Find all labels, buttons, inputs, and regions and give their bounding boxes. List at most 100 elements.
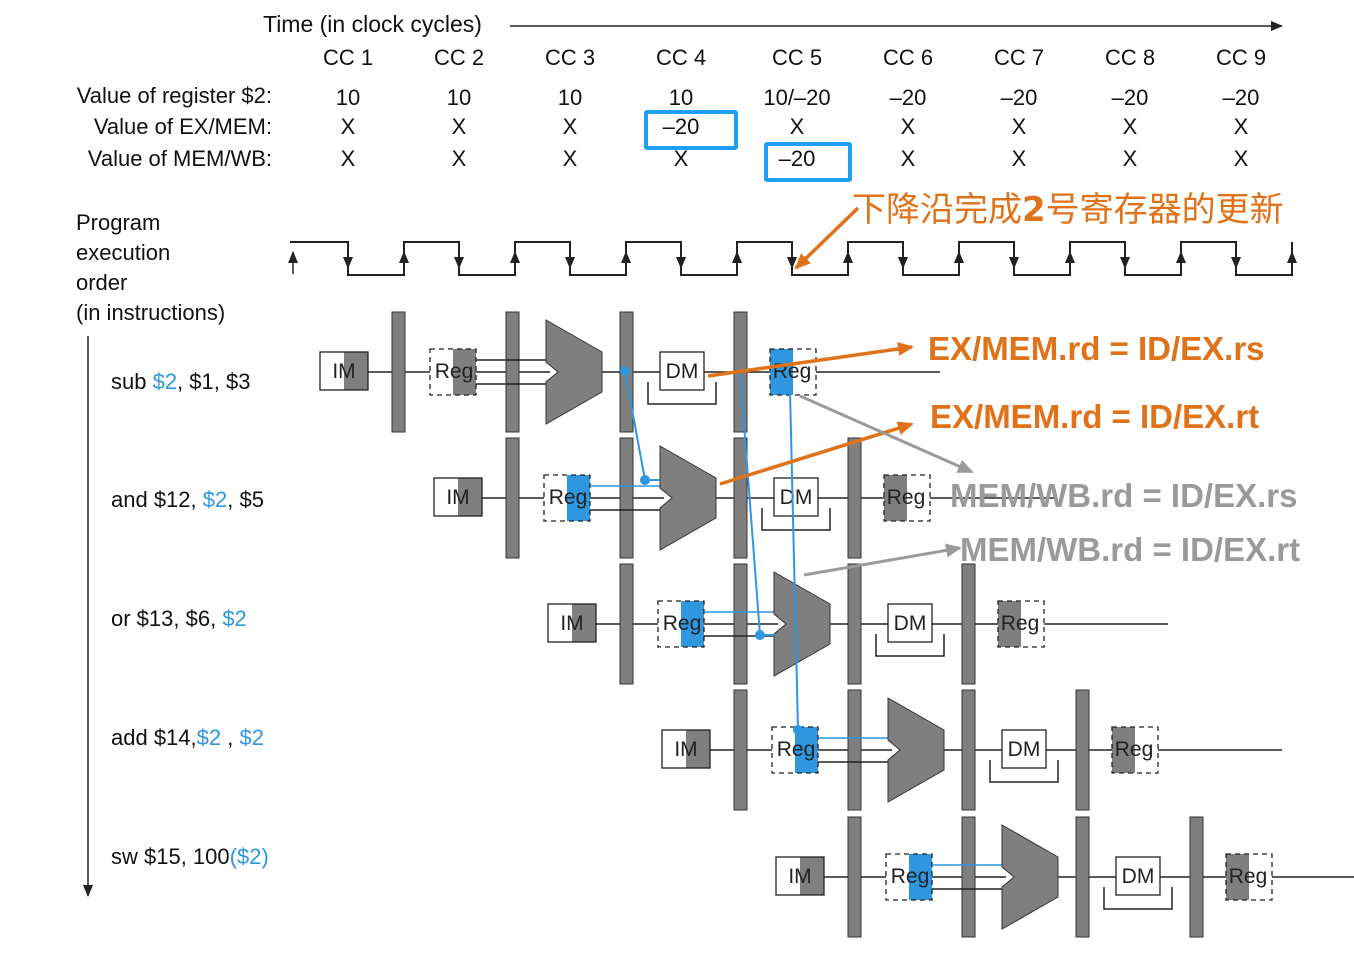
cell-value: –20 [778,146,816,171]
instruction-token: , $1, $3 [177,369,251,394]
forward-join-dot [755,630,765,640]
dm-label: DM [894,612,927,635]
dm-bypass-wire [989,760,1059,783]
register-file-read-left-half [544,475,567,521]
cell-value: 10 [668,85,694,110]
cell-value: X [1122,114,1138,139]
exmem-rs-condition: EX/MEM.rd = ID/EX.rs [928,330,1265,367]
exmem-rt-condition: EX/MEM.rd = ID/EX.rt [930,398,1260,435]
row-label: Value of register $2: [76,83,272,108]
im-label: IM [788,865,811,888]
alu-unit [773,571,831,677]
instruction-token: , $5 [227,487,264,512]
cell-value: X [900,146,916,171]
cell-value: X [451,146,467,171]
register-file-write-left-half [1226,854,1249,900]
instruction-memory-left-half [776,857,800,895]
cell-value: X [1233,114,1249,139]
register-file-read-right-half [681,601,704,647]
forward-source-dot [620,366,630,376]
cycle-label: CC 7 [993,45,1045,70]
cycle-label: CC 2 [433,45,485,70]
instruction-token: $2 [222,606,247,631]
register-file-write-border [1111,726,1159,774]
register-file-read-left-half [772,727,795,773]
instruction-token: $2 [202,487,228,512]
program-order-line: execution [76,240,171,265]
register-file-read-left-half [430,349,453,395]
if-id-register [505,437,520,559]
exmem-rt-arrow [719,421,914,486]
cell-value: X [1011,146,1027,171]
memwb-highlight-box [764,142,852,182]
memwb-rs-condition: MEM/WB.rd = ID/EX.rs [950,477,1298,514]
instruction-token: sub [111,369,153,394]
register-file-write-right-half [1249,854,1272,900]
register-file-write-right-half [1135,727,1158,773]
mem-wb-register [847,437,862,559]
cycle-label: CC 5 [771,45,823,70]
reg-read-label: Reg [663,612,702,635]
instruction-memory-border [319,351,369,391]
if-id-register [619,563,634,685]
forward-join-dot [793,725,803,735]
cell-value: X [789,114,805,139]
register-file-write-left-half [1112,727,1135,773]
falling-edge-pointer [794,206,860,270]
register-file-write-right-half [1021,601,1044,647]
register-file-read-right-half [795,727,818,773]
cell-value: –20 [1222,85,1260,110]
cell-value: 10 [446,85,472,110]
cycle-label: CC 1 [322,45,374,70]
instruction-memory-left-half [548,604,572,642]
memwb-rt-condition: MEM/WB.rd = ID/EX.rt [960,531,1301,568]
if-id-register [847,816,862,938]
memwb-rs-arrow [799,394,974,474]
if-id-register [733,689,748,811]
reg-write-label: Reg [1115,738,1154,761]
alu-unit [545,319,603,425]
reg-read-label: Reg [549,486,588,509]
dm-label: DM [1008,738,1041,761]
register-file-write-left-half [998,601,1021,647]
cycle-label: CC 3 [544,45,596,70]
id-ex-register [619,437,634,559]
id-ex-register [847,689,862,811]
im-label: IM [674,738,697,761]
register-file-write-left-half [770,349,793,395]
cycle-label: CC 4 [655,45,707,70]
instruction-token: $2 [196,725,222,750]
forward-join-dot [640,475,650,485]
instruction-token: ($2) [229,844,269,869]
row-label: Value of MEM/WB: [87,146,272,171]
instruction-token: and $12, [111,487,203,512]
instruction-memory-right-half [344,352,368,390]
register-file-read-right-half [453,349,476,395]
ex-mem-register [961,689,976,811]
dm-label: DM [1122,865,1155,888]
cell-value: 10 [557,85,583,110]
cell-value: X [673,146,689,171]
im-label: IM [332,360,355,383]
dm-bypass-wire [1103,887,1173,910]
instruction-memory-right-half [572,604,596,642]
alu-unit [659,445,717,551]
cell-value: –20 [1000,85,1038,110]
dm-bypass-wire [647,382,717,405]
ex-mem-register [733,437,748,559]
reg-read-label: Reg [435,360,474,383]
clock-waveform [288,241,1297,276]
register-file-write-border [997,600,1045,648]
alu-unit [1001,824,1059,930]
cell-value: X [562,146,578,171]
falling-edge-annotation: 下降沿完成2号寄存器的更新 [852,190,1284,230]
cell-value: X [451,114,467,139]
instruction-token: $2 [152,369,178,394]
dm-label: DM [666,360,699,383]
reg-write-label: Reg [887,486,926,509]
register-file-write-left-half [884,475,907,521]
